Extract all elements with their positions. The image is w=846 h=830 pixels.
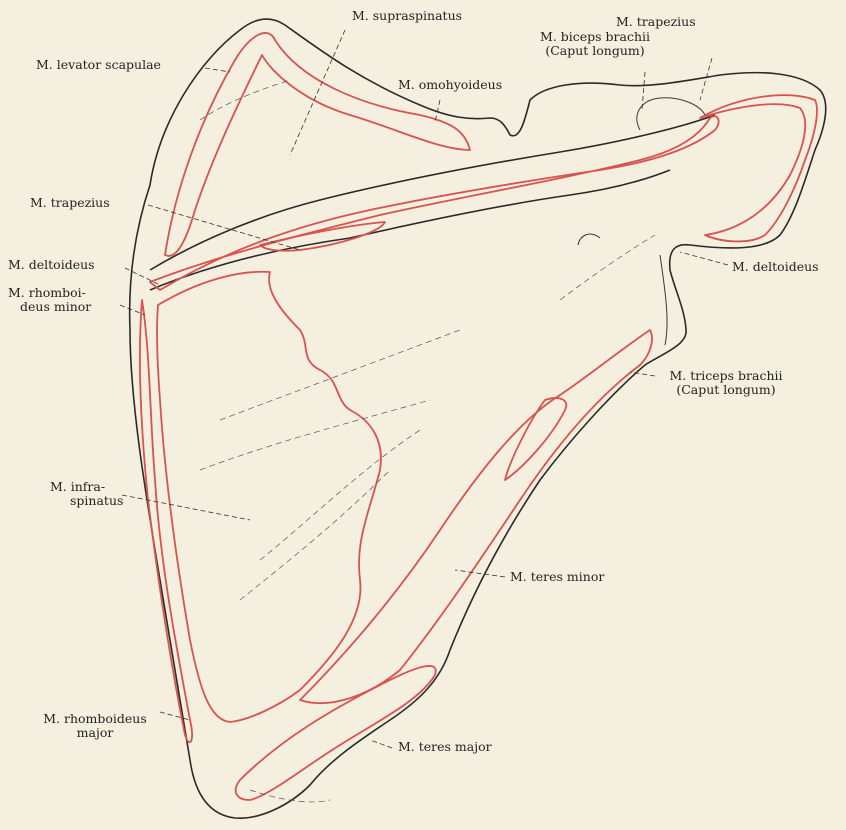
leader-levator bbox=[205, 68, 230, 72]
leader-rhomboideus-major bbox=[160, 712, 190, 720]
label-rhomboideus-minor-line1: M. rhomboi- bbox=[8, 286, 91, 300]
leader-trapezius-top bbox=[700, 58, 712, 100]
texture-line bbox=[200, 400, 430, 470]
label-trapezius-top: M. trapezius bbox=[616, 15, 696, 29]
label-rhomboideus-major: M. rhomboideus major bbox=[30, 712, 160, 740]
leader-teres-major bbox=[370, 740, 392, 748]
label-biceps: M. biceps brachii (Caput longum) bbox=[525, 30, 665, 58]
label-rhomboideus-minor: M. rhomboi- deus minor bbox=[8, 286, 91, 314]
label-biceps-line1: M. biceps brachii bbox=[525, 30, 665, 44]
acromion-curve bbox=[637, 98, 705, 130]
label-supraspinatus: M. supraspinatus bbox=[352, 9, 462, 23]
trapezius-attachment bbox=[150, 116, 719, 290]
leader-infraspinatus bbox=[122, 495, 250, 520]
label-infraspinatus: M. infra- spinatus bbox=[50, 480, 123, 508]
label-infraspinatus-line2: spinatus bbox=[50, 494, 123, 508]
label-teres-minor: M. teres minor bbox=[510, 570, 604, 584]
lateral-border-line bbox=[660, 255, 667, 345]
label-deltoideus-left: M. deltoideus bbox=[8, 258, 95, 272]
label-omohyoideus: M. omohyoideus bbox=[398, 78, 502, 92]
label-deltoideus-right: M. deltoideus bbox=[732, 260, 819, 274]
scapula-outline bbox=[130, 19, 826, 818]
leader-deltoideus-right bbox=[680, 252, 728, 265]
texture-line bbox=[240, 470, 390, 600]
texture-line bbox=[560, 235, 655, 300]
label-trapezius-left: M. trapezius bbox=[30, 196, 110, 210]
texture-line bbox=[220, 330, 460, 420]
label-levator-scapulae: M. levator scapulae bbox=[36, 58, 161, 72]
deltoid-strip bbox=[260, 222, 385, 251]
label-teres-major: M. teres major bbox=[398, 740, 492, 754]
leader-teres-minor bbox=[455, 570, 505, 577]
label-infraspinatus-line1: M. infra- bbox=[50, 480, 123, 494]
label-triceps-line2: (Caput longum) bbox=[656, 383, 796, 397]
rhomboid-minor-strip bbox=[140, 300, 192, 742]
label-biceps-line2: (Caput longum) bbox=[525, 44, 665, 58]
label-triceps-line1: M. triceps brachii bbox=[656, 369, 796, 383]
texture-line bbox=[260, 430, 420, 560]
label-rhomboideus-major-line1: M. rhomboideus bbox=[30, 712, 160, 726]
label-rhomboideus-minor-line2: deus minor bbox=[8, 300, 91, 314]
spine-upper-edge bbox=[150, 115, 715, 270]
glenoid-curve bbox=[578, 234, 600, 245]
label-rhomboideus-major-line2: major bbox=[30, 726, 160, 740]
infraspinatus-outline bbox=[157, 272, 381, 722]
teres-minor-outline bbox=[300, 330, 652, 703]
triceps-strip bbox=[505, 398, 566, 480]
label-triceps: M. triceps brachii (Caput longum) bbox=[656, 369, 796, 397]
teres-major-outline bbox=[236, 666, 436, 800]
